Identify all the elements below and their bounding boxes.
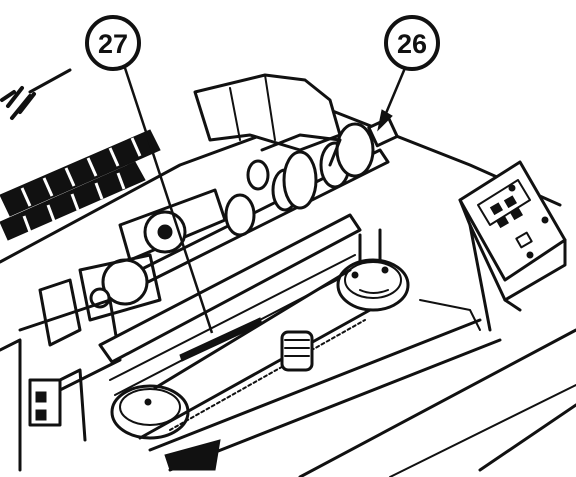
platen-bar — [98, 213, 362, 396]
carriage-rails — [148, 299, 502, 472]
vent-grille — [0, 129, 161, 241]
lower-left-parts — [28, 368, 221, 471]
drive-shaft-assembly — [138, 116, 399, 284]
left-mechanism — [18, 188, 227, 402]
upper-housing-block — [193, 73, 342, 152]
callout-26: 26 — [377, 15, 440, 132]
right-pulley — [336, 228, 410, 312]
left-pulley — [110, 384, 190, 440]
drive-belt — [138, 268, 372, 440]
callout-26-label: 26 — [397, 29, 427, 59]
callout-27-label: 27 — [98, 29, 128, 59]
edge-sketch-lines — [0, 68, 72, 120]
callout-27: 27 — [85, 15, 214, 334]
control-panel — [458, 160, 567, 332]
belt-tensioner — [280, 330, 314, 372]
